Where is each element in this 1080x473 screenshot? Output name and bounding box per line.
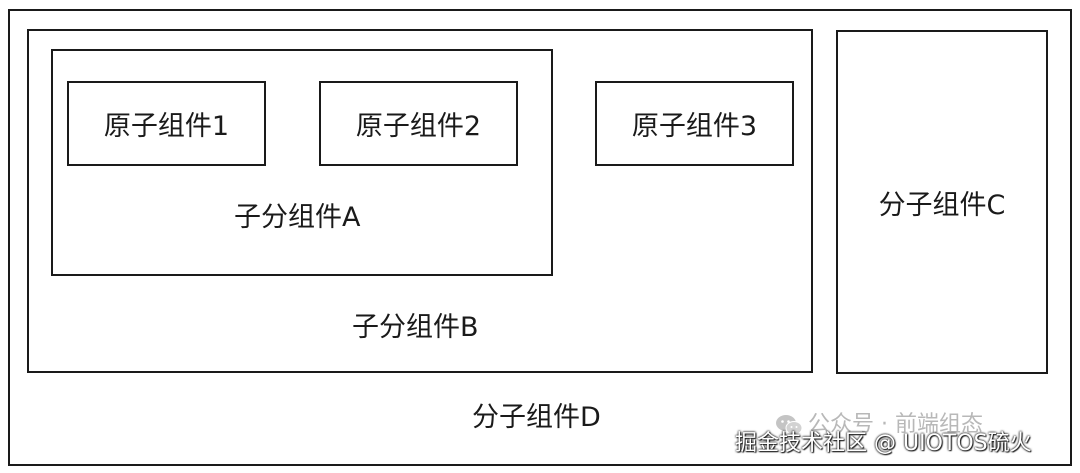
wechat-icon [776, 415, 803, 435]
sub-component-a [51, 49, 553, 276]
sub-component-b-label: 子分组件B [352, 312, 479, 343]
atom-component-3-label: 原子组件3 [631, 111, 758, 142]
molecule-component-d [8, 9, 1072, 466]
molecule-component-c-label: 分子组件C [878, 189, 1006, 221]
atom-component-2-label: 原子组件2 [355, 111, 482, 142]
atom-component-3: 原子组件3 [595, 81, 794, 166]
atom-component-1: 原子组件1 [67, 81, 266, 166]
watermark-credit: 掘金技术社区 @ UIOTOS硫火 [735, 431, 1032, 456]
sub-component-b [27, 29, 813, 373]
watermark-account: 公众号 · 前端组态 [808, 412, 983, 437]
molecule-component-c: 分子组件C [836, 30, 1048, 374]
sub-component-a-label: 子分组件A [234, 202, 361, 233]
molecule-component-d-label: 分子组件D [472, 402, 601, 433]
atom-component-1-label: 原子组件1 [103, 111, 230, 142]
atom-component-2: 原子组件2 [319, 81, 518, 166]
